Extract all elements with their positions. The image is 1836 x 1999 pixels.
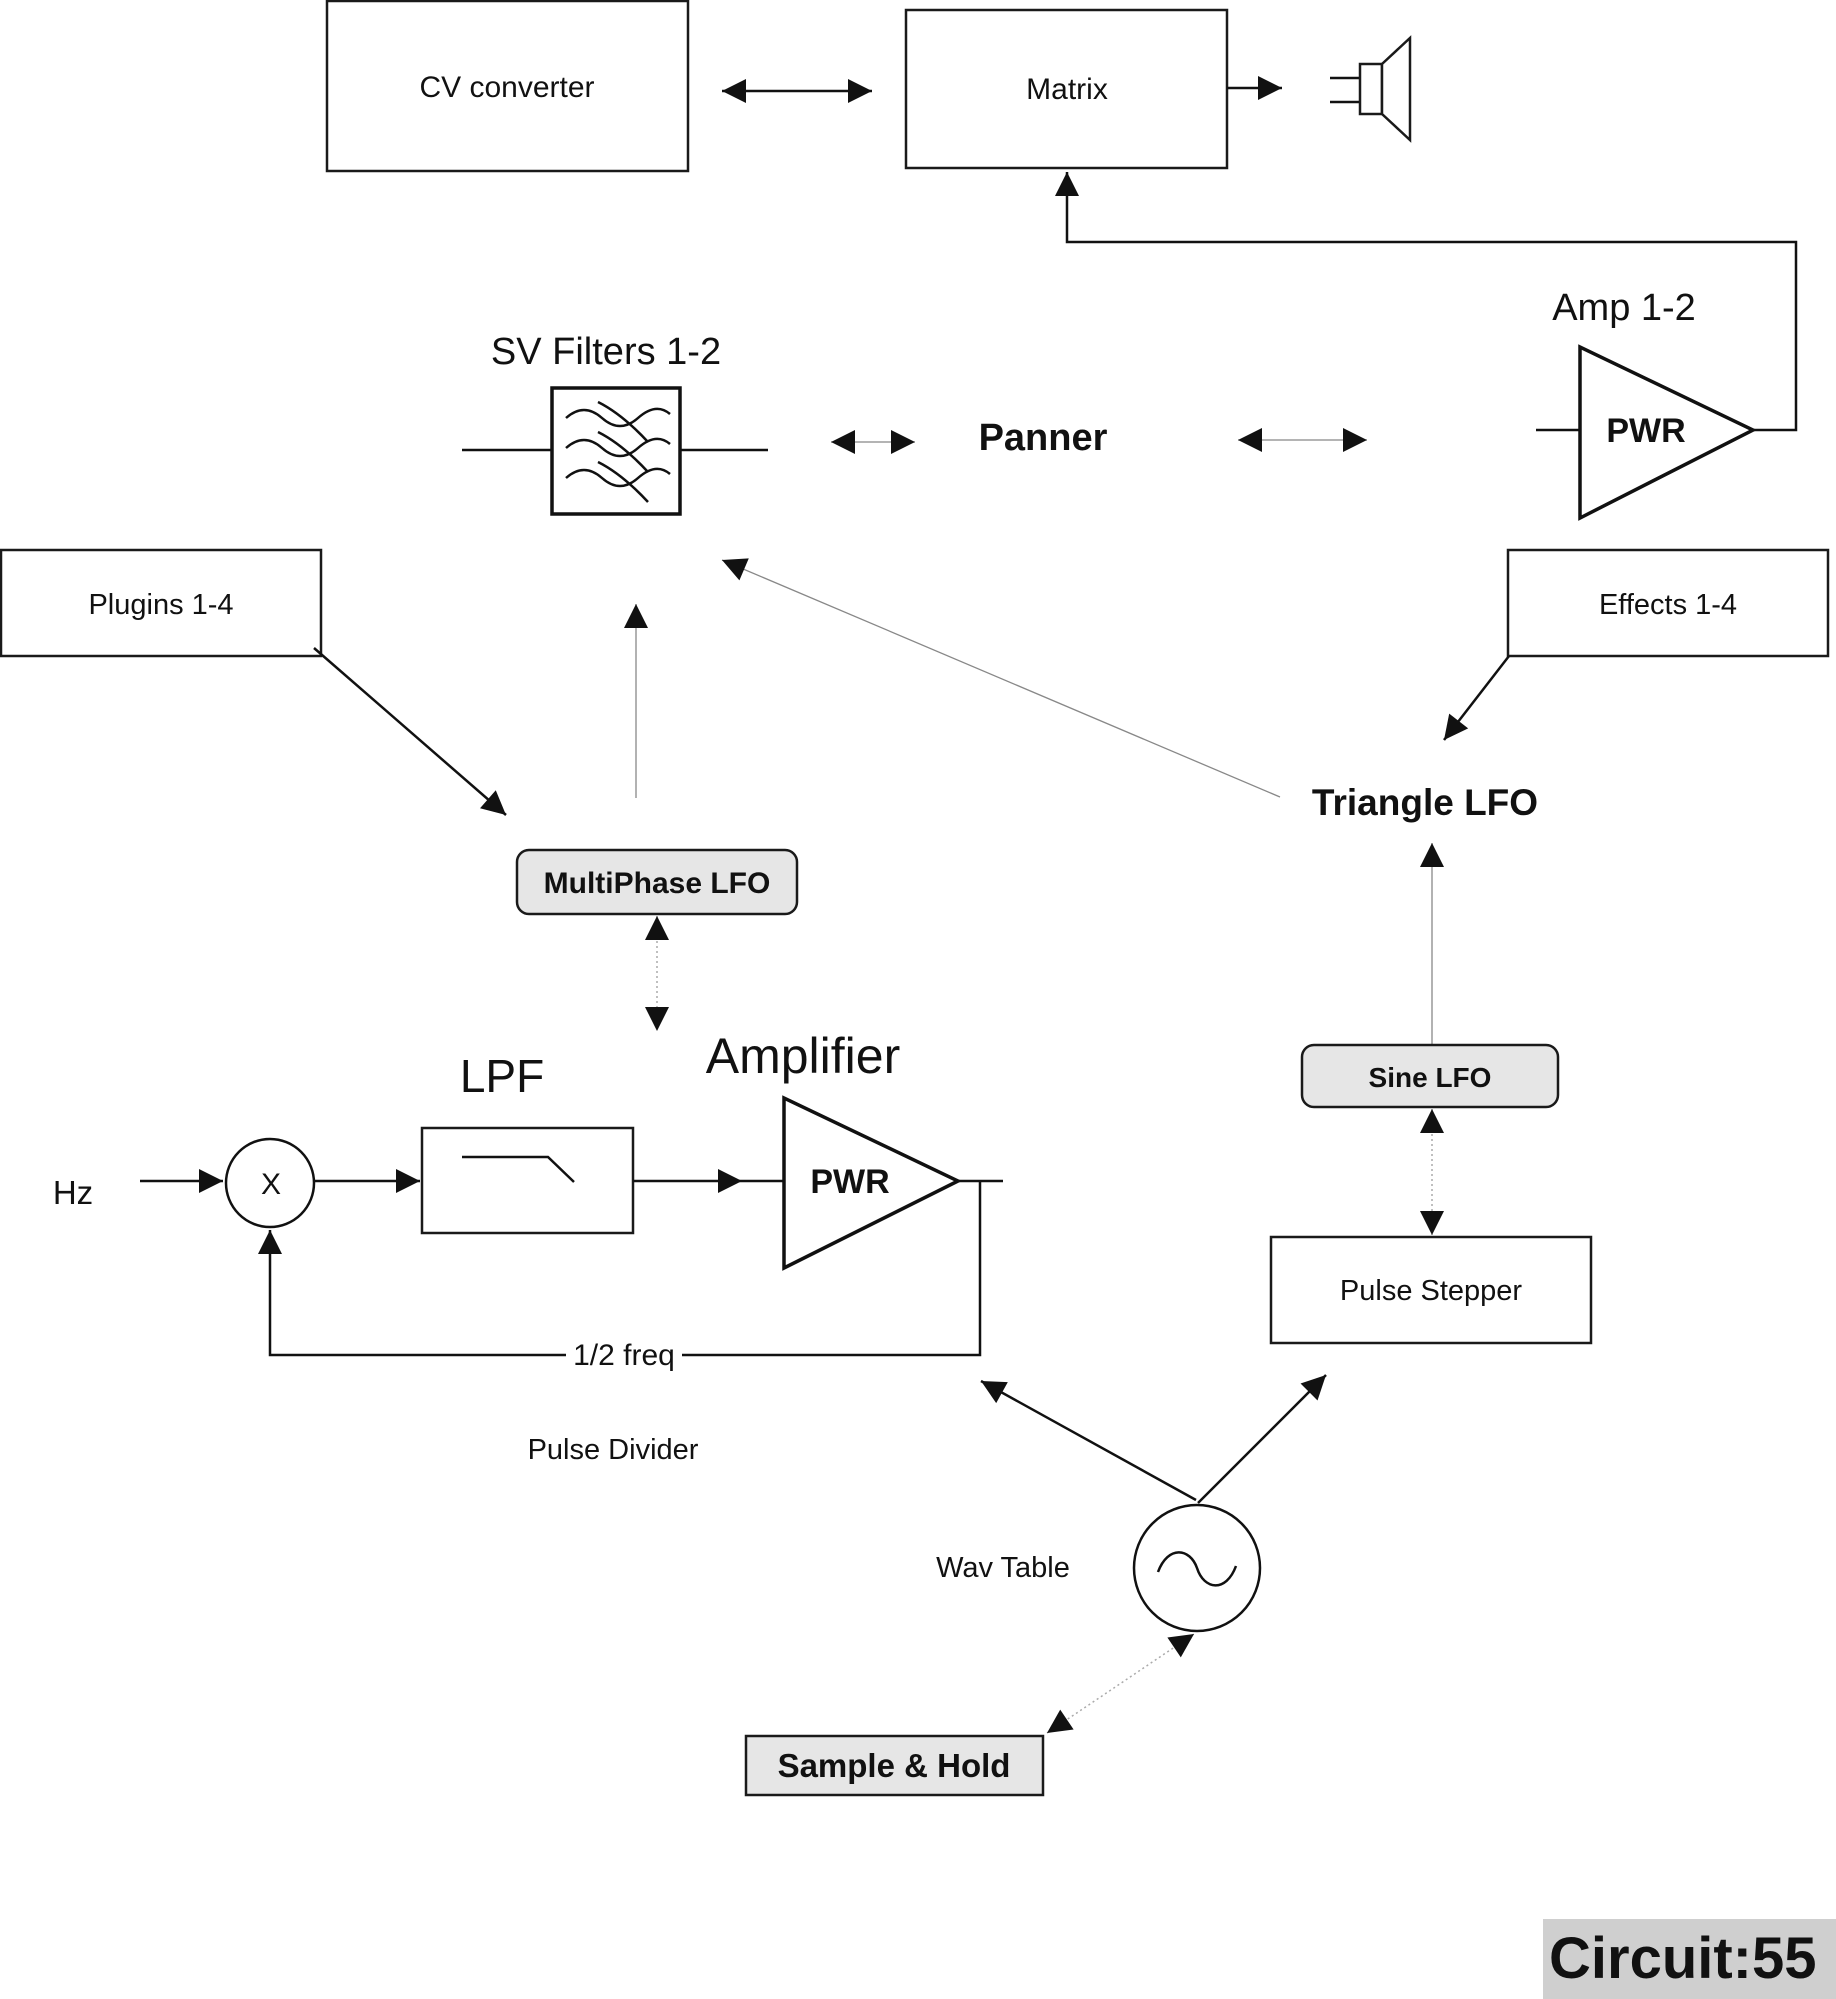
multiphase-lfo-box <box>515 848 799 916</box>
amplifier-pwr-label: PWR <box>810 1163 889 1201</box>
sv-filters-label: SV Filters 1-2 <box>491 331 721 373</box>
lpf-label: LPF <box>460 1050 544 1102</box>
sine-oscillator-icon <box>1132 1503 1262 1633</box>
lowpass-curve-icon <box>462 1155 575 1183</box>
half-freq-label-bg <box>566 1336 682 1372</box>
multiphase-lfo-label: MultiPhase LFO <box>544 867 771 900</box>
panner-label: Panner <box>979 417 1108 459</box>
effects-box <box>1506 548 1830 658</box>
wavtable-to-amplifier-arrow <box>980 1379 1197 1502</box>
sample-hold-box <box>744 1734 1045 1797</box>
wavtable-to-stepper-arrow <box>1197 1374 1327 1504</box>
pulse-stepper-label: Pulse Stepper <box>1340 1275 1523 1307</box>
plugins-to-multiphase-arrow <box>313 647 507 816</box>
pulse-stepper-box <box>1269 1235 1593 1345</box>
plugins-label: Plugins 1-4 <box>88 589 233 621</box>
speaker-icon <box>1330 35 1412 143</box>
wav-table-label: Wav Table <box>936 1552 1070 1584</box>
effects-to-triangle-arrow <box>1443 655 1510 741</box>
half-freq-label: 1/2 freq <box>573 1339 675 1372</box>
sample-hold-wavtable-arrow <box>1046 1633 1195 1734</box>
hz-label: Hz <box>53 1174 93 1211</box>
amp-label: Amp 1-2 <box>1552 287 1696 329</box>
pulse-divider-label: Pulse Divider <box>528 1434 699 1466</box>
multiplier-label: X <box>261 1168 281 1201</box>
triangle-to-filters-arrow <box>721 558 1281 798</box>
matrix-box <box>904 8 1229 170</box>
sine-lfo-box <box>1300 1043 1560 1109</box>
plugins-box <box>0 548 323 658</box>
cv-converter-box <box>325 0 690 173</box>
sample-hold-label: Sample & Hold <box>778 1747 1011 1784</box>
amp-to-matrix-line <box>1055 172 1798 432</box>
circuit-badge: Circuit:55 <box>1543 1919 1836 1999</box>
amplifier-triangle <box>782 1095 962 1271</box>
matrix-label: Matrix <box>1026 73 1108 106</box>
sine-lfo-label: Sine LFO <box>1369 1062 1492 1093</box>
filter-bank-icon <box>550 386 682 516</box>
amp-triangle <box>1578 344 1757 521</box>
amp-pwr-label: PWR <box>1606 412 1685 450</box>
lpf-box <box>420 1126 635 1235</box>
triangle-lfo-label: Triangle LFO <box>1312 782 1538 823</box>
amplifier-label: Amplifier <box>706 1028 900 1084</box>
multiplier-circle <box>224 1137 316 1229</box>
effects-label: Effects 1-4 <box>1599 589 1737 621</box>
cv-converter-label: CV converter <box>419 71 594 104</box>
